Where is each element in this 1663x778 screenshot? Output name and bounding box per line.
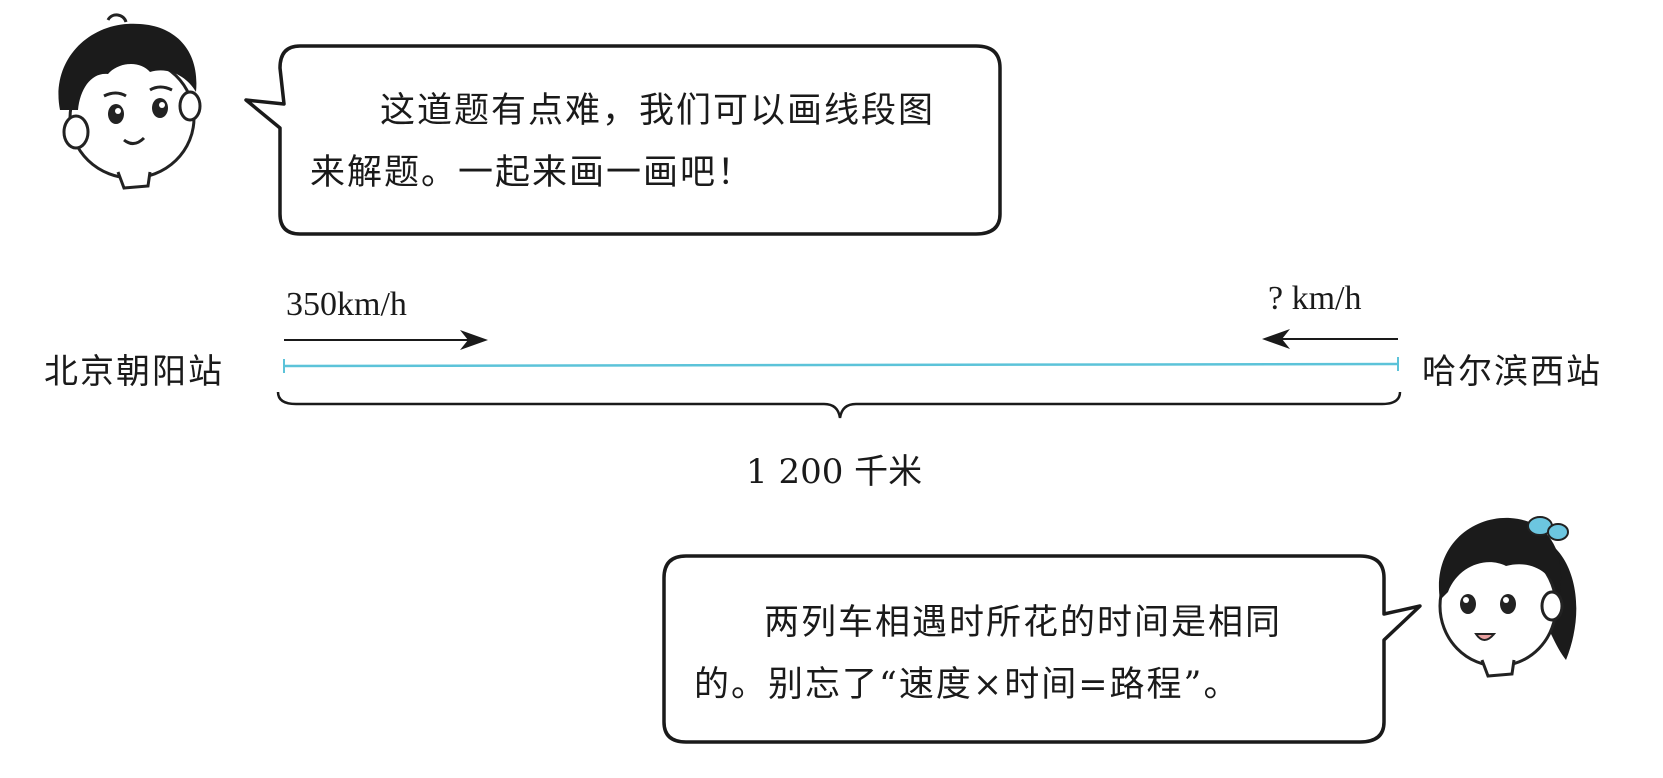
- boy-speech-line-1: 这道题有点难，我们可以画线段图: [380, 91, 936, 131]
- right-speed-label: ? km/h: [1268, 280, 1362, 317]
- girl-speech-text: 两列车相遇时所花的时间是相同 的。别忘了“速度×时间=路程”。: [694, 592, 1384, 716]
- right-station-label: 哈尔滨西站: [1422, 352, 1602, 392]
- girl-speech-line-2: 的。别忘了“速度×时间=路程”。: [694, 665, 1241, 705]
- left-station-label: 北京朝阳站: [44, 352, 224, 392]
- distance-segment: [283, 357, 1399, 373]
- distance-label: 1 200 千米: [746, 452, 923, 492]
- left-speed-label: 350km/h: [286, 286, 407, 323]
- boy-speech-text: 这道题有点难，我们可以画线段图 来解题。一起来画一画吧！: [310, 80, 990, 204]
- girl-speech-line-1: 两列车相遇时所花的时间是相同: [764, 603, 1283, 643]
- distance-brace: [276, 391, 1402, 419]
- boy-speech-line-2: 来解题。一起来画一画吧！: [310, 153, 755, 193]
